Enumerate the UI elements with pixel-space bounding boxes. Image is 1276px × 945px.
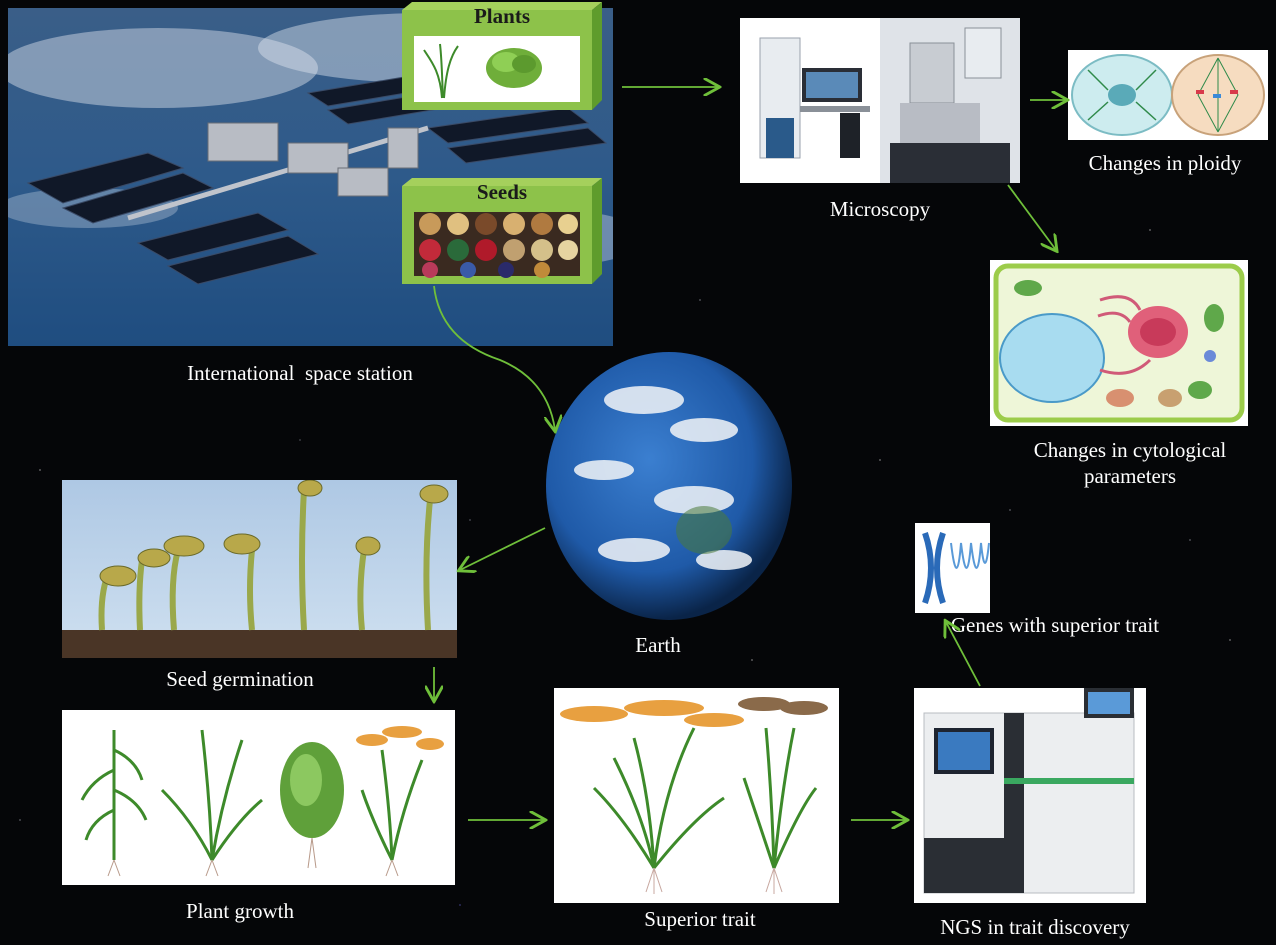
superior-trait-label: Superior trait xyxy=(644,907,756,931)
ploidy-cells-image xyxy=(1068,50,1268,140)
cytology-cell-image xyxy=(990,260,1248,426)
iss-label: International space station xyxy=(187,361,413,385)
germination-image xyxy=(62,480,457,658)
ploidy-label: Changes in ploidy xyxy=(1088,151,1242,175)
plant-growth-label: Plant growth xyxy=(186,899,294,923)
cytological-label: Changes in cytological parameters xyxy=(1033,438,1227,488)
plant-growth-image xyxy=(62,710,455,885)
earth-label: Earth xyxy=(635,633,681,657)
microscopy-label: Microscopy xyxy=(829,197,931,221)
seeds-sample-box: Seeds xyxy=(402,178,602,284)
germination-label: Seed germination xyxy=(166,667,314,691)
plants-label: Plants xyxy=(473,4,530,28)
genes-label: Genes with superior trait xyxy=(950,613,1160,637)
earth-image xyxy=(544,350,794,622)
plants-sample-box: Plants xyxy=(402,2,602,110)
microscopy-image xyxy=(740,18,1020,183)
seeds-label: Seeds xyxy=(476,180,528,204)
superior-trait-image xyxy=(554,688,839,903)
chromosome-dna-image xyxy=(915,523,990,613)
ngs-sequencer-image xyxy=(914,688,1146,903)
ngs-label: NGS in trait discovery xyxy=(940,915,1130,939)
